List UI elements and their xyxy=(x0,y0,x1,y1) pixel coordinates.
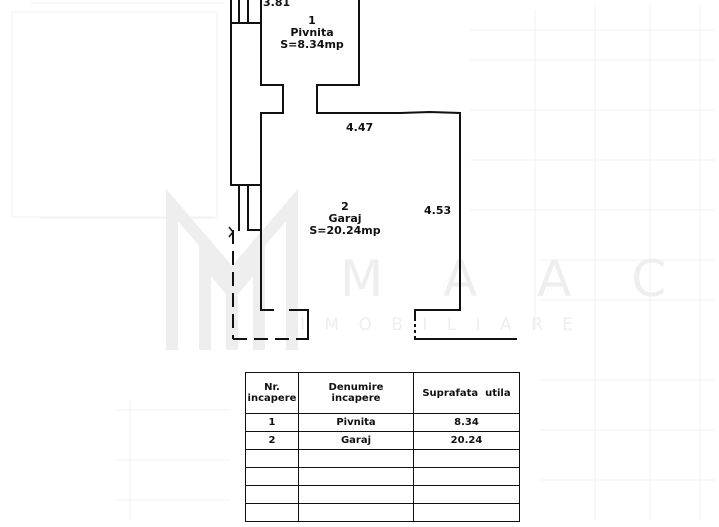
room-area-table: Nr. incapere Denumire incapere Suprafata… xyxy=(245,372,520,522)
watermark-subtitle: I M O B I L I A R E xyxy=(300,315,581,335)
room-name: Garaj xyxy=(328,212,362,225)
room-number: 2 xyxy=(341,200,349,213)
header-nr: Nr. incapere xyxy=(245,372,299,414)
table-header-row: Nr. incapere Denumire incapere Suprafata… xyxy=(245,372,520,414)
header-name: Denumire incapere xyxy=(298,372,414,414)
room-area: S=8.34mp xyxy=(280,38,344,51)
table-row xyxy=(245,485,520,504)
table-row xyxy=(245,467,520,486)
room-name: Pivnita xyxy=(290,26,334,39)
room-label-garaj: 2 Garaj S=20.24mp xyxy=(305,201,385,237)
room-label-pivnita: 1 Pivnita S=8.34mp xyxy=(270,15,354,51)
room-number: 1 xyxy=(308,14,316,27)
table-row: 2 Garaj 20.24 xyxy=(245,431,520,450)
room-area: S=20.24mp xyxy=(309,224,381,237)
table-row: 1 Pivnita 8.34 xyxy=(245,413,520,432)
dimension-garage-depth: 4.53 xyxy=(424,204,452,217)
dimension-garage-width: 4.47 xyxy=(346,121,374,134)
table-row xyxy=(245,503,520,522)
table-row xyxy=(245,449,520,468)
watermark-brand: M A A C xyxy=(340,250,689,308)
dimension-top: 3.81 xyxy=(263,0,291,9)
header-area: Suprafata utila xyxy=(413,372,520,414)
